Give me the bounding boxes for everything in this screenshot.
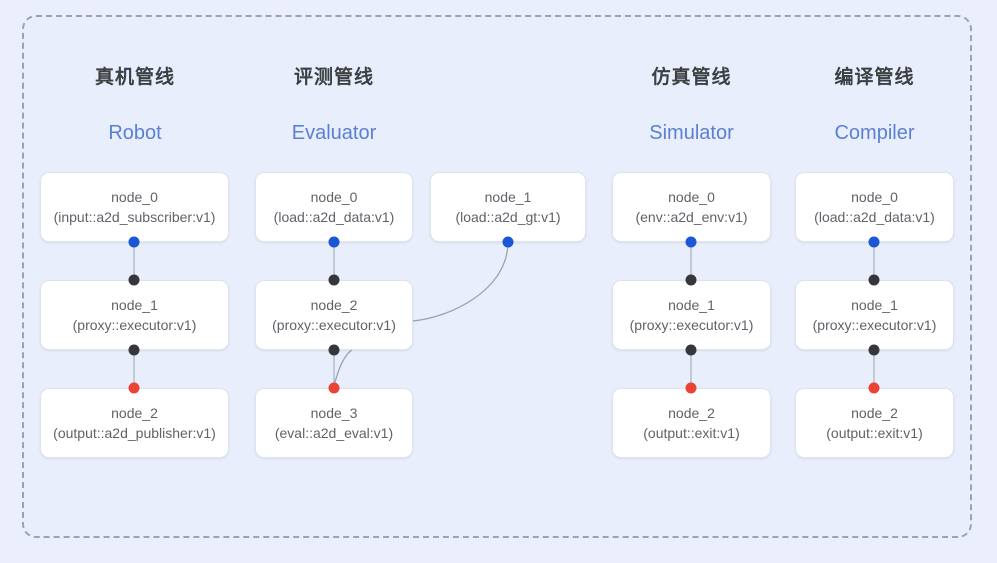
node-subtitle: (proxy::executor:v1) [272,317,396,333]
node-subtitle: (output::exit:v1) [643,425,740,441]
node-title: node_1 [484,189,532,205]
port-input-sim-node-2[interactable] [685,382,697,394]
node-title: node_2 [111,405,158,421]
connector-robot-0-1 [133,242,135,278]
connector-robot-1-2 [133,350,135,386]
connector-comp-1-2 [873,350,875,386]
node-subtitle: (load::a2d_gt:v1) [455,209,561,225]
port-output-eval-node-1[interactable] [502,236,514,248]
node-eval-node-2[interactable]: node_2 (proxy::executor:v1) [255,280,413,350]
node-comp-node-1[interactable]: node_1 (proxy::executor:v1) [795,280,954,350]
node-title: node_2 [668,405,715,421]
node-eval-node-0[interactable]: node_0 (load::a2d_data:v1) [255,172,413,242]
node-subtitle: (env::a2d_env:v1) [635,209,748,225]
port-output-comp-node-1[interactable] [868,344,880,356]
port-input-eval-node-3[interactable] [328,382,340,394]
node-title: node_1 [851,297,898,313]
node-title: node_2 [310,297,358,313]
node-title: node_2 [851,405,898,421]
port-output-eval-node-2[interactable] [328,344,340,356]
connector-sim-0-1 [690,242,692,278]
port-input-sim-node-1[interactable] [685,274,697,286]
port-input-robot-node-2[interactable] [128,382,140,394]
node-comp-node-0[interactable]: node_0 (load::a2d_data:v1) [795,172,954,242]
node-title: node_0 [668,189,715,205]
connector-eval-0-2 [333,242,335,278]
port-input-comp-node-1[interactable] [868,274,880,286]
node-subtitle: (output::a2d_publisher:v1) [53,425,216,441]
connector-comp-0-1 [873,242,875,278]
pipeline-frame [22,15,972,538]
node-sim-node-2[interactable]: node_2 (output::exit:v1) [612,388,771,458]
node-subtitle: (input::a2d_subscriber:v1) [53,209,216,225]
port-output-sim-node-0[interactable] [685,236,697,248]
node-title: node_0 [851,189,898,205]
port-input-eval-node-2[interactable] [328,274,340,286]
node-subtitle: (proxy::executor:v1) [629,317,754,333]
port-output-comp-node-0[interactable] [868,236,880,248]
node-title: node_0 [310,189,358,205]
node-comp-node-2[interactable]: node_2 (output::exit:v1) [795,388,954,458]
node-title: node_3 [310,405,358,421]
node-subtitle: (output::exit:v1) [826,425,923,441]
node-robot-node-1[interactable]: node_1 (proxy::executor:v1) [40,280,229,350]
port-input-robot-node-1[interactable] [128,274,140,286]
node-subtitle: (load::a2d_data:v1) [273,209,395,225]
node-subtitle: (proxy::executor:v1) [72,317,197,333]
connector-eval-2-3 [333,350,335,386]
node-eval-node-1[interactable]: node_1 (load::a2d_gt:v1) [430,172,586,242]
node-subtitle: (load::a2d_data:v1) [814,209,935,225]
node-robot-node-0[interactable]: node_0 (input::a2d_subscriber:v1) [40,172,229,242]
node-sim-node-1[interactable]: node_1 (proxy::executor:v1) [612,280,771,350]
node-eval-node-3[interactable]: node_3 (eval::a2d_eval:v1) [255,388,413,458]
node-title: node_1 [668,297,715,313]
node-robot-node-2[interactable]: node_2 (output::a2d_publisher:v1) [40,388,229,458]
port-output-robot-node-1[interactable] [128,344,140,356]
connector-sim-1-2 [690,350,692,386]
port-output-sim-node-1[interactable] [685,344,697,356]
node-sim-node-0[interactable]: node_0 (env::a2d_env:v1) [612,172,771,242]
port-output-robot-node-0[interactable] [128,236,140,248]
node-title: node_1 [111,297,158,313]
node-subtitle: (proxy::executor:v1) [812,317,937,333]
port-input-comp-node-2[interactable] [868,382,880,394]
port-output-eval-node-0[interactable] [328,236,340,248]
node-title: node_0 [111,189,158,205]
node-subtitle: (eval::a2d_eval:v1) [274,425,394,441]
